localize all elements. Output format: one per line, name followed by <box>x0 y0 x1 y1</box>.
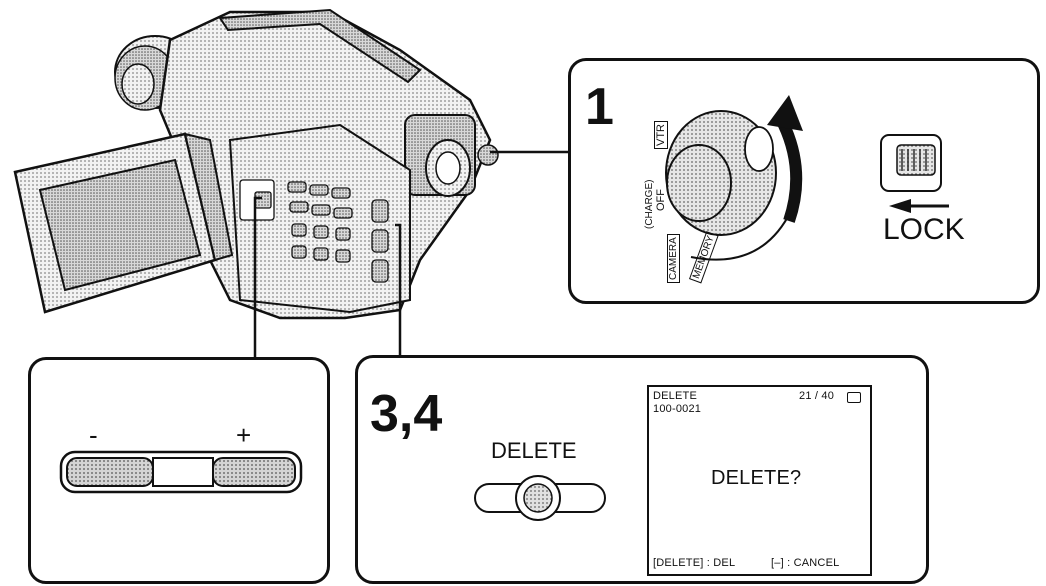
screen-title: DELETE <box>653 390 697 402</box>
lcd-screen: DELETE 21 / 40 100-0021 DELETE? [DELETE]… <box>647 385 872 576</box>
image-counter: 21 / 40 <box>799 390 834 402</box>
dial-label-vtr: VTR <box>654 121 668 149</box>
footer-cancel-hint: [–] : CANCEL <box>771 557 839 569</box>
plus-minus-panel: - + <box>28 357 330 584</box>
dial-label-charge: (CHARGE) <box>644 180 655 229</box>
file-number: 100-0021 <box>653 403 701 415</box>
step-1-panel: 1 LOCK VTR OFF (CHARGE) MEMORY CAMERA <box>568 58 1040 304</box>
delete-prompt: DELETE? <box>711 467 801 490</box>
dial-label-camera: CAMERA <box>667 234 680 283</box>
lcd-panel <box>15 134 232 312</box>
lock-label: LOCK <box>883 213 965 247</box>
rotate-arrow-icon <box>783 123 796 221</box>
footer-delete-hint: [DELETE] : DEL <box>653 557 735 569</box>
dial-label-off: OFF <box>655 189 667 211</box>
plus-button <box>213 458 295 486</box>
power-dial-illustration <box>571 61 1037 301</box>
button-bar-illustration <box>31 360 327 581</box>
memory-card-icon <box>847 392 861 403</box>
minus-button <box>67 458 153 486</box>
